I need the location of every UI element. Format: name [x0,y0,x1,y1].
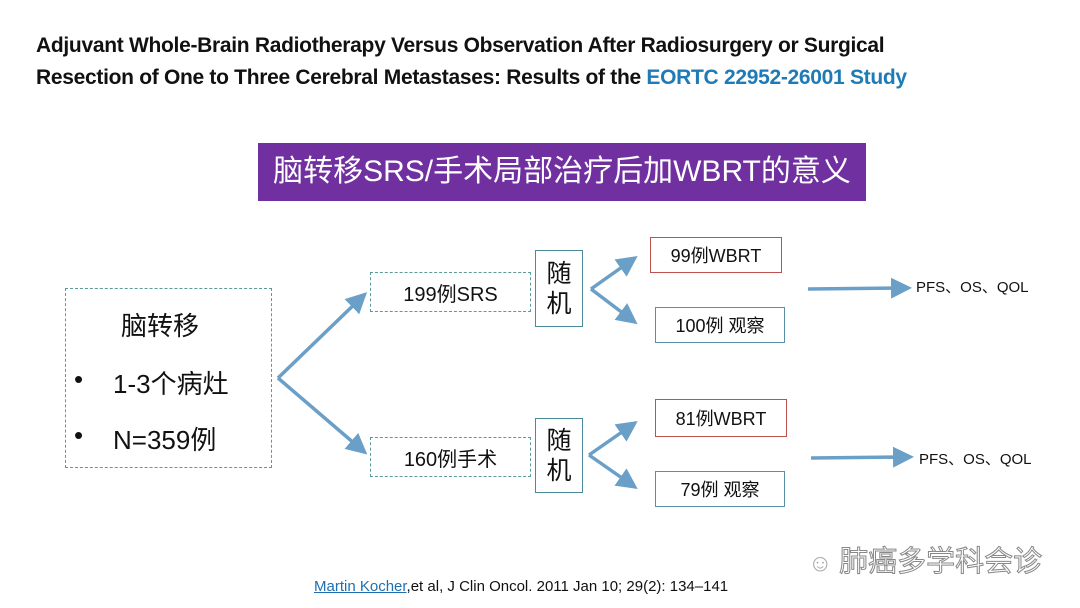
surgery-observation-box: 79例 观察 [655,471,785,507]
surgery-outcomes: PFS、OS、QOL [919,451,1032,468]
bullet-n: N=359例 [113,425,217,455]
arrow-srs-wbrt [589,255,638,291]
banner: 脑转移SRS/手术局部治疗后加WBRT的意义 [258,143,866,201]
bullet-icon: • [74,364,84,394]
srs-observation-box: 100例 观察 [655,307,785,343]
citation: Martin Kocher,et al, J Clin Oncol. 2011 … [314,578,728,595]
wechat-icon: ☺ [808,550,840,577]
study-name: EORTC 22952-26001 Study [646,66,907,89]
author-link[interactable]: Martin Kocher [314,578,407,595]
srs-wbrt-box: 99例WBRT [650,237,782,273]
arrow-to-surgery [276,376,368,455]
arrow-outcome-1 [807,277,912,299]
arrow-surg-wbrt [587,420,638,457]
arrow-surg-obs [587,453,638,490]
randomization-box: 随机 [535,250,583,327]
arrow-outcome-2 [810,446,914,468]
watermark-text: 肺癌多学科会诊 [839,546,1043,579]
randomization-box: 随机 [535,418,583,493]
random-char: 随 [546,259,572,288]
title-line-2-prefix: Resection of One to Three Cerebral Metas… [36,66,647,89]
population-box [65,288,272,468]
bullet-lesions: 1-3个病灶 [113,369,229,399]
srs-arm-box: 199例SRS [370,272,531,312]
random-char: 随 [546,426,572,455]
watermark: ☺ 肺癌多学科会诊 [808,538,1043,580]
surgery-wbrt-box: 81例WBRT [655,399,787,437]
title-line-2: Resection of One to Three Cerebral Metas… [36,66,907,90]
random-char: 机 [546,289,572,318]
random-char: 机 [546,456,572,485]
surgery-arm-box: 160例手术 [370,437,531,477]
citation-rest: ,et al, J Clin Oncol. 2011 Jan 10; 29(2)… [406,578,729,595]
arrow-to-srs [276,292,368,380]
title-line-1: Adjuvant Whole-Brain Radiotherapy Versus… [36,34,885,57]
population-heading: 脑转移 [121,311,200,341]
bullet-icon: • [74,420,84,450]
srs-outcomes: PFS、OS、QOL [916,279,1029,296]
arrow-srs-obs [589,287,638,325]
